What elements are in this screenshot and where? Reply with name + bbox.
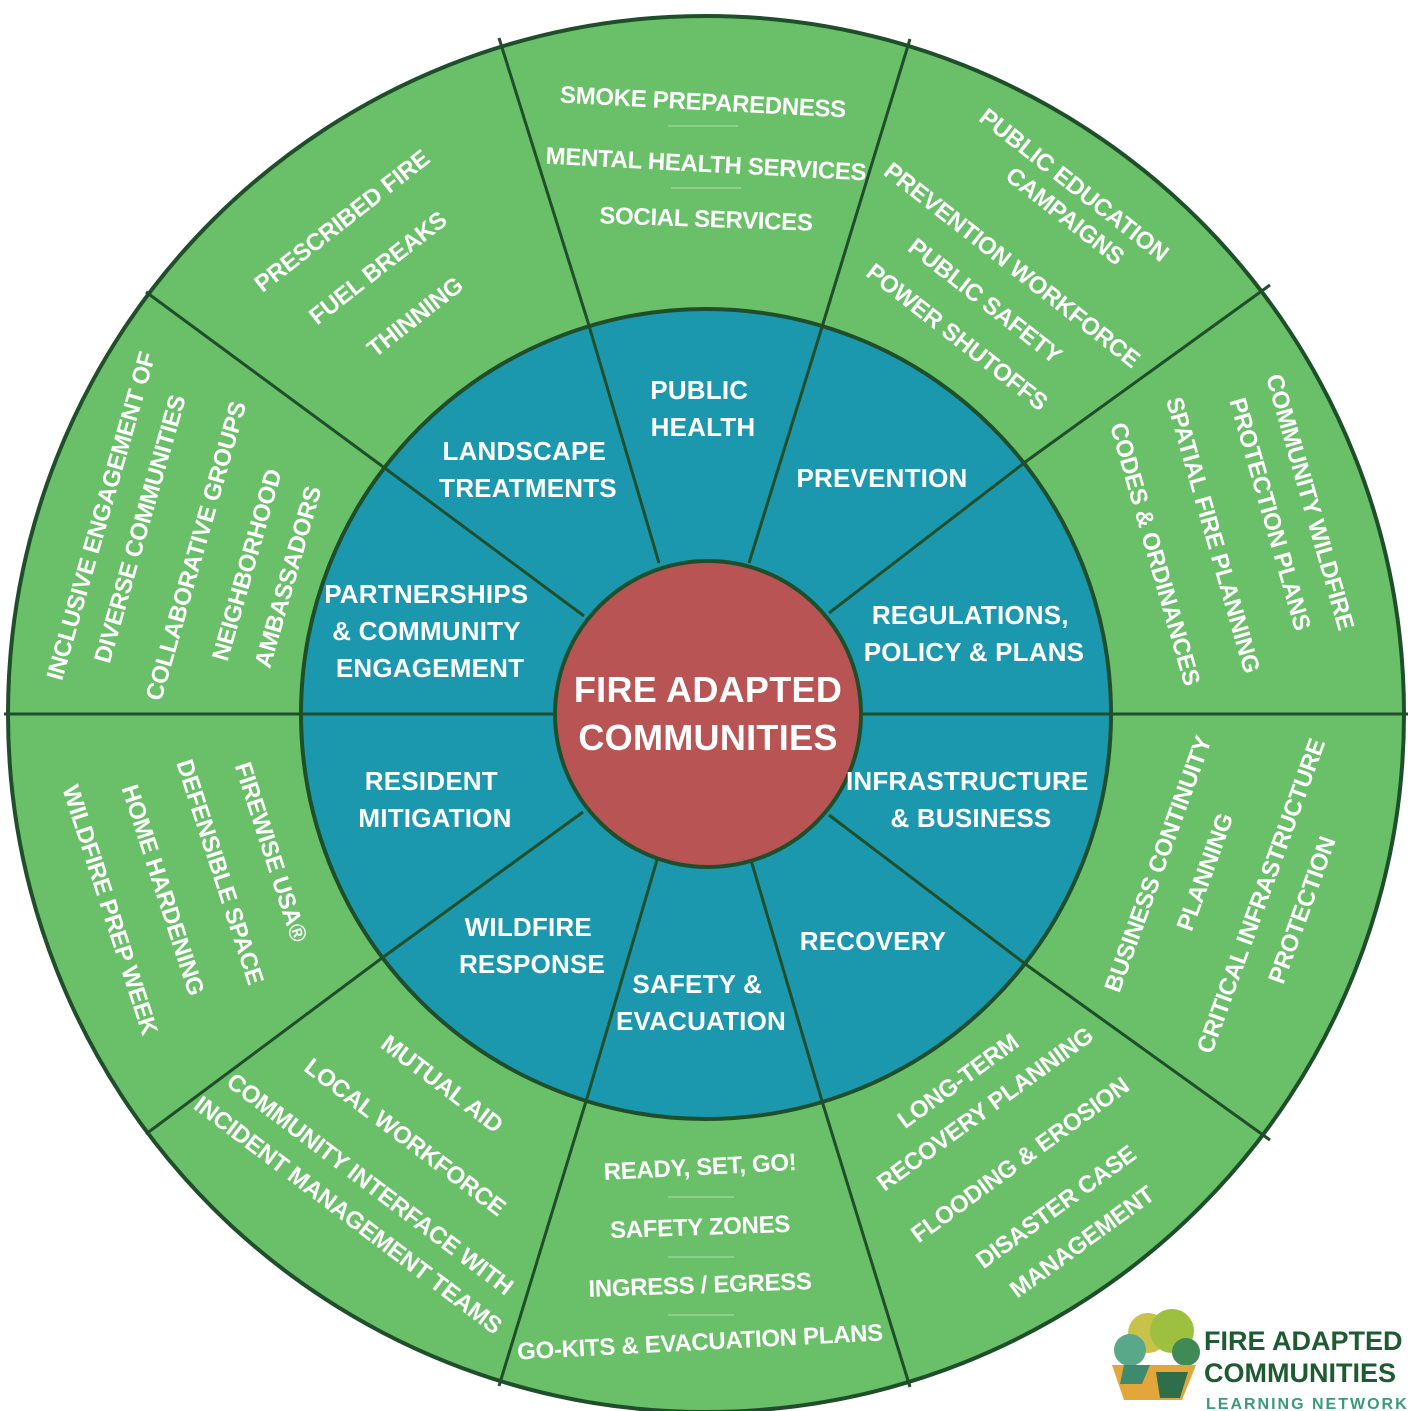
inner-labels: PUBLIC HEALTH PREVENTION REGULATIONS, PO… — [324, 375, 1096, 1036]
inner-label-infrastructure: INFRASTRUCTURE & BUSINESS — [846, 766, 1096, 833]
fac-logo: FIRE ADAPTED COMMUNITIES LEARNING NETWOR… — [1112, 1309, 1409, 1411]
inner-label-regulations: REGULATIONS, POLICY & PLANS — [864, 600, 1084, 667]
outer-dividers — [4, 37, 1408, 1388]
center-title-line-1: FIRE ADAPTED — [574, 669, 842, 710]
center-circle — [553, 559, 863, 869]
inner-label-safety-evacuation: SAFETY & EVACUATION — [616, 969, 786, 1036]
inner-dividers — [303, 318, 1110, 1102]
inner-label-public-health: PUBLIC HEALTH — [650, 375, 755, 442]
outer-item: SAFETY ZONES — [610, 1211, 791, 1244]
inner-label-resident-mitigation: RESIDENT MITIGATION — [358, 766, 511, 833]
inner-label-recovery: RECOVERY — [800, 926, 947, 956]
inner-label-prevention: PREVENTION — [796, 463, 967, 493]
logo-line-2: COMMUNITIES — [1204, 1358, 1396, 1388]
center-title-line-2: COMMUNITIES — [578, 717, 837, 758]
inner-label-partnerships: PARTNERSHIPS & COMMUNITY ENGAGEMENT — [324, 579, 536, 683]
logo-line-3: LEARNING NETWORK — [1206, 1396, 1409, 1411]
inner-label-wildfire-response: WILDFIRE RESPONSE — [459, 912, 605, 979]
logo-line-1: FIRE ADAPTED — [1204, 1326, 1403, 1356]
tree-icon — [1112, 1309, 1200, 1400]
inner-label-landscape-treatments: LANDSCAPE TREATMENTS — [439, 436, 617, 503]
